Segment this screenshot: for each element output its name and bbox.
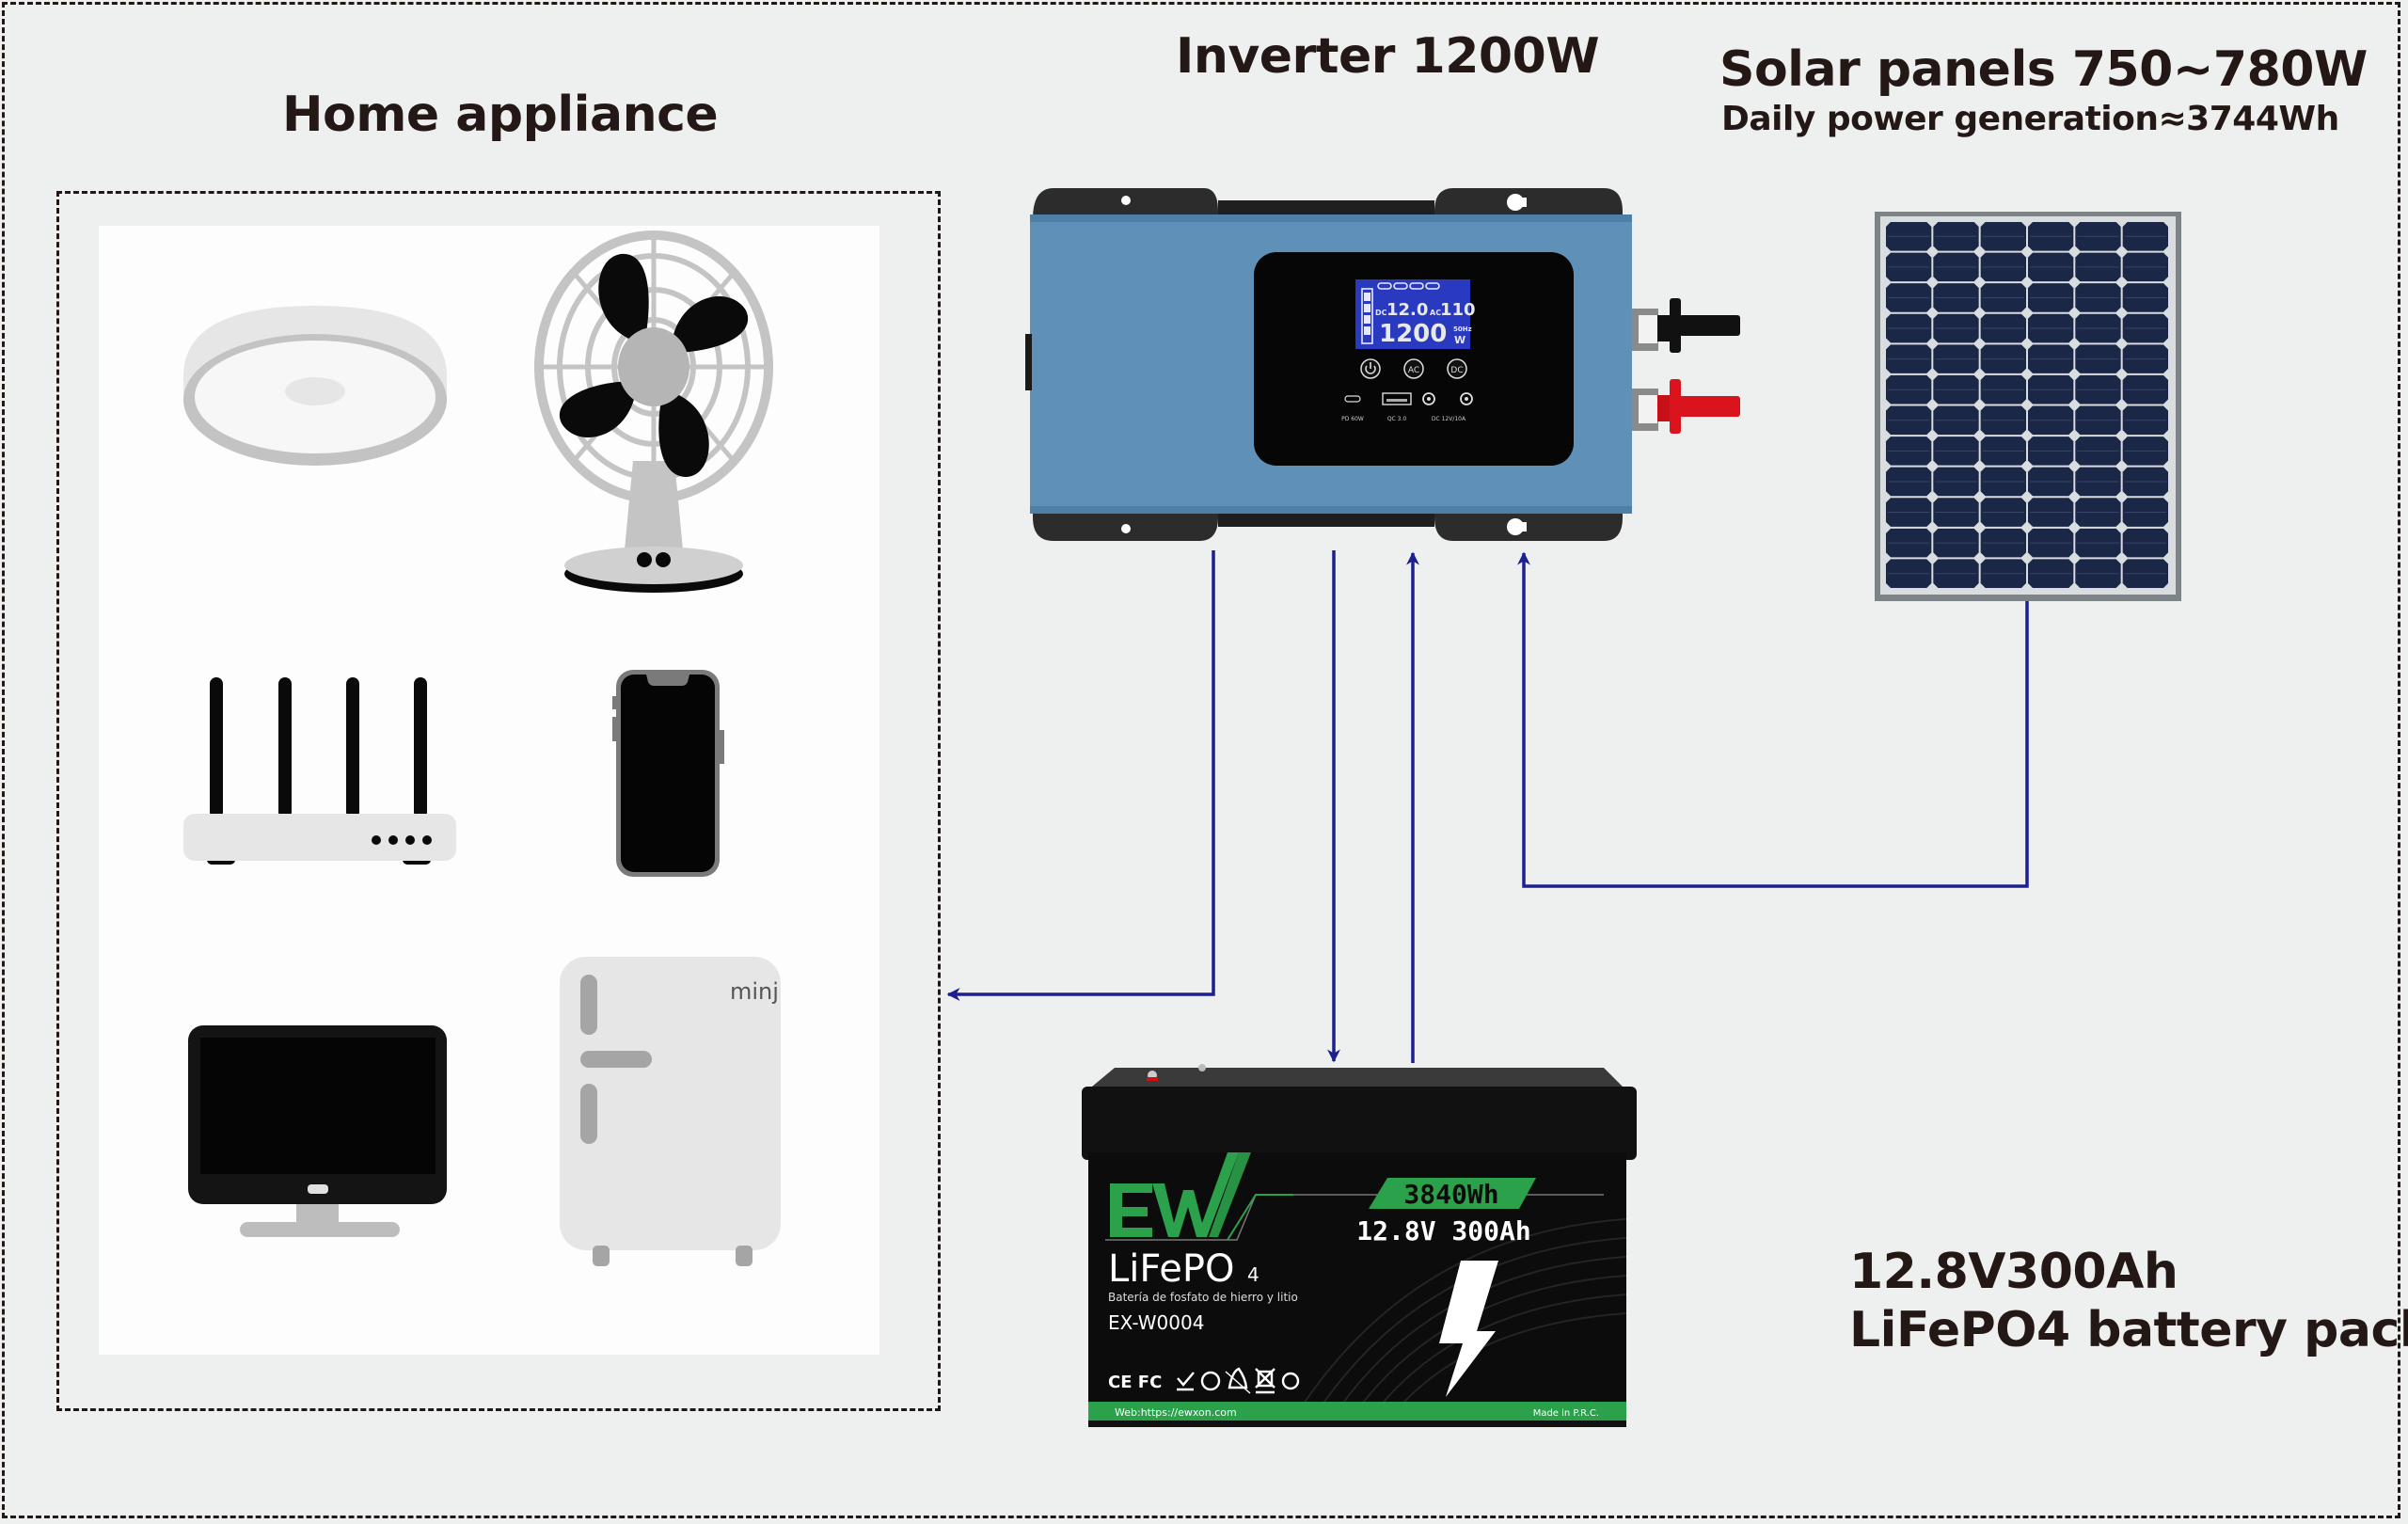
- desk-fan-icon: [534, 230, 773, 593]
- mini-fridge-icon: minj: [560, 957, 781, 1266]
- svg-text:DC: DC: [1450, 366, 1463, 375]
- solar-to-inverter-line: [1517, 551, 2029, 888]
- inverter-bracket-bottom-right: [1434, 508, 1623, 541]
- battery-pack: 3840Wh 12.8V 300Ah LiFePO 4 Batería de f…: [1082, 1064, 1637, 1427]
- certification-marks: CE FC: [1108, 1373, 1162, 1392]
- certification-icons: [1177, 1367, 1300, 1394]
- lcd-dc-label: DC: [1375, 309, 1387, 317]
- wifi-router-icon: [183, 677, 456, 865]
- solar-subtitle: Daily power generation≈3744Wh: [1721, 100, 2339, 138]
- battery-spec: 12.8V 300Ah: [1356, 1215, 1530, 1246]
- battery-model: EX-W0004: [1108, 1311, 1204, 1334]
- ceiling-light-icon: [183, 306, 447, 466]
- solar-title: Solar panels 750~780W: [1719, 41, 2368, 98]
- battery-title-type: LiFePO4 battery pack: [1849, 1302, 2408, 1358]
- ac-button[interactable]: AC: [1403, 358, 1424, 379]
- svg-text:AC: AC: [1408, 366, 1419, 375]
- battery-logo: [1110, 1152, 1251, 1237]
- lcd-frequency: 50Hz: [1453, 325, 1472, 333]
- usb-c-label: PD 60W: [1341, 416, 1364, 422]
- battery-chemistry-subscript: 4: [1247, 1263, 1259, 1286]
- lcd-power-value: 1200: [1379, 320, 1447, 348]
- dc-output-ports: [1422, 392, 1473, 405]
- battery-origin: Made in P.R.C.: [1533, 1408, 1599, 1419]
- battery-chemistry: LiFePO: [1108, 1247, 1234, 1291]
- lightning-bolt-icon: [1439, 1261, 1498, 1397]
- inverter-title: Inverter 1200W: [1176, 28, 1600, 85]
- smartphone-icon: [612, 670, 724, 877]
- inverter-lcd: [1355, 279, 1470, 349]
- lcd-dc-value: 12.0: [1386, 300, 1428, 320]
- usb-a-label: QC 3.0: [1387, 416, 1407, 422]
- home-appliance-title: Home appliance: [282, 87, 719, 143]
- negative-terminal[interactable]: [1632, 298, 1740, 353]
- energy-badge: [1369, 1178, 1536, 1209]
- dc-button[interactable]: DC: [1447, 358, 1467, 379]
- battery-website: Web:https://ewxon.com: [1115, 1406, 1237, 1419]
- battery-title-capacity: 12.8V300Ah: [1849, 1244, 2178, 1300]
- solar-panel: [1875, 212, 2181, 601]
- positive-terminal[interactable]: [1632, 379, 1740, 434]
- battery-footer-band: [1088, 1402, 1626, 1421]
- inverter-bracket-top-right: [1434, 188, 1623, 221]
- battery-energy: 3840Wh: [1403, 1179, 1498, 1210]
- usb-c-port: [1344, 395, 1361, 403]
- usb-a-port: [1382, 392, 1412, 405]
- fridge-brand-label: minj: [730, 978, 779, 1005]
- battery-subtitle: Batería de fosfato de hierro y litio: [1108, 1291, 1298, 1304]
- home-appliance-group: [56, 191, 941, 1411]
- lcd-power-unit: W: [1454, 334, 1465, 346]
- inverter-to-appliance-line: [946, 550, 1215, 1001]
- lcd-ac-label: AC: [1430, 309, 1441, 317]
- lcd-ac-value: 110: [1440, 300, 1476, 320]
- inverter-device: DC 12.0 AC 110 1200 50Hz W AC DC PD 60W …: [1025, 188, 1740, 541]
- dc-output-label: DC 12V/10A: [1432, 416, 1466, 422]
- power-button[interactable]: [1360, 358, 1381, 379]
- monitor-icon: [188, 1025, 447, 1237]
